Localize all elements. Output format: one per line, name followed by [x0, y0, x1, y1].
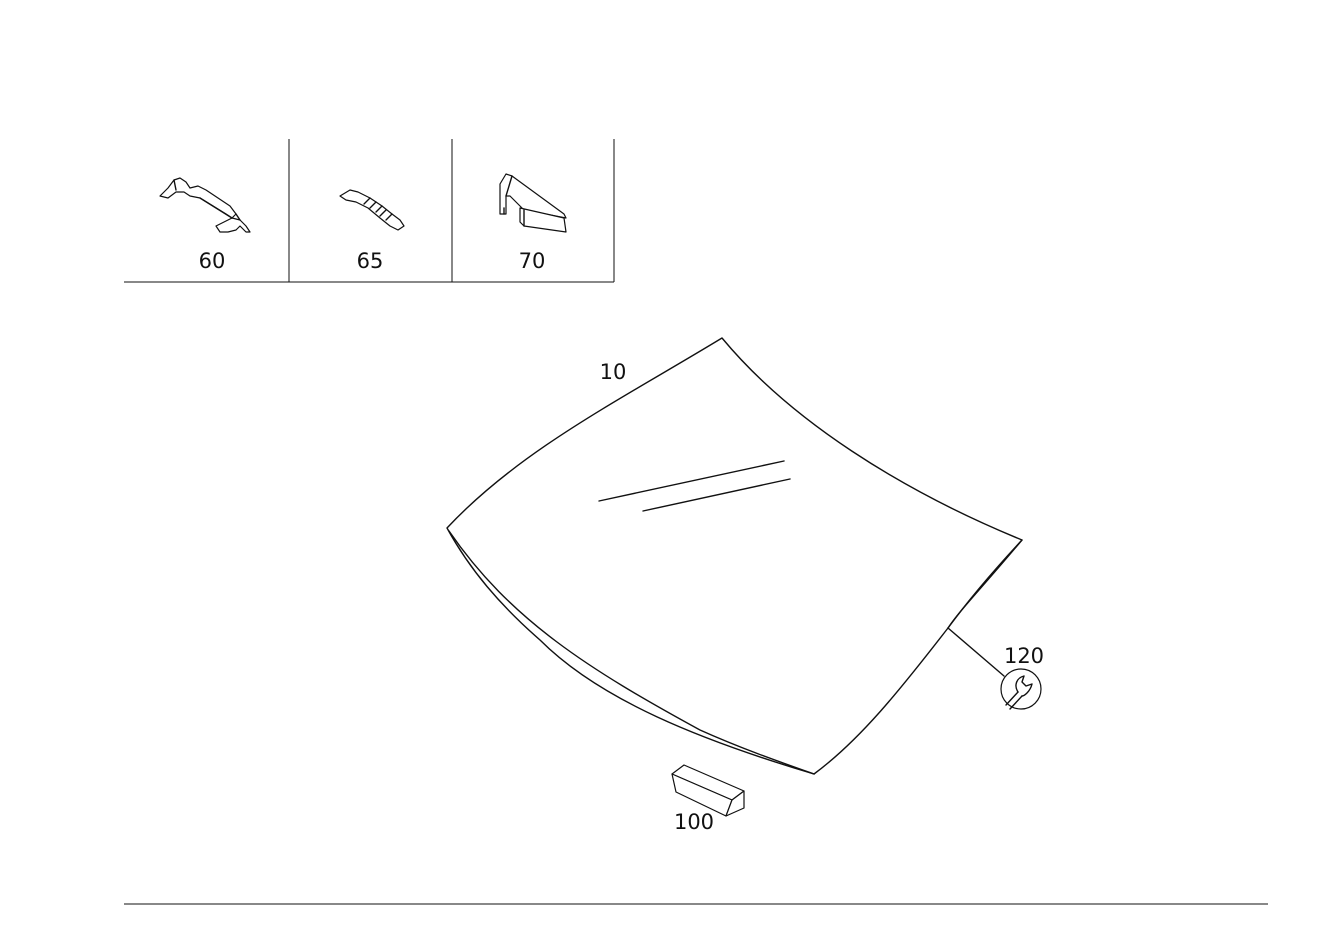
- part-label-70: 70: [519, 249, 546, 273]
- part-label-120: 120: [1004, 644, 1044, 668]
- bracket-icon[interactable]: [499, 173, 567, 233]
- adhesive-block-icon[interactable]: [671, 764, 745, 817]
- part-label-10: 10: [600, 360, 627, 384]
- strap-icon[interactable]: [339, 189, 405, 231]
- inset-parts-table: 60 65 70: [124, 139, 615, 283]
- part-label-100: 100: [674, 810, 714, 834]
- clip-icon[interactable]: [159, 177, 251, 233]
- glass-reflection-line-1: [598, 460, 785, 502]
- part-label-65: 65: [357, 249, 384, 273]
- windscreen-glass[interactable]: [446, 337, 1023, 775]
- wrench-icon[interactable]: [1000, 668, 1042, 710]
- leader-line-120: [947, 627, 1005, 677]
- part-label-60: 60: [199, 249, 226, 273]
- glass-reflection-line-2: [642, 478, 791, 512]
